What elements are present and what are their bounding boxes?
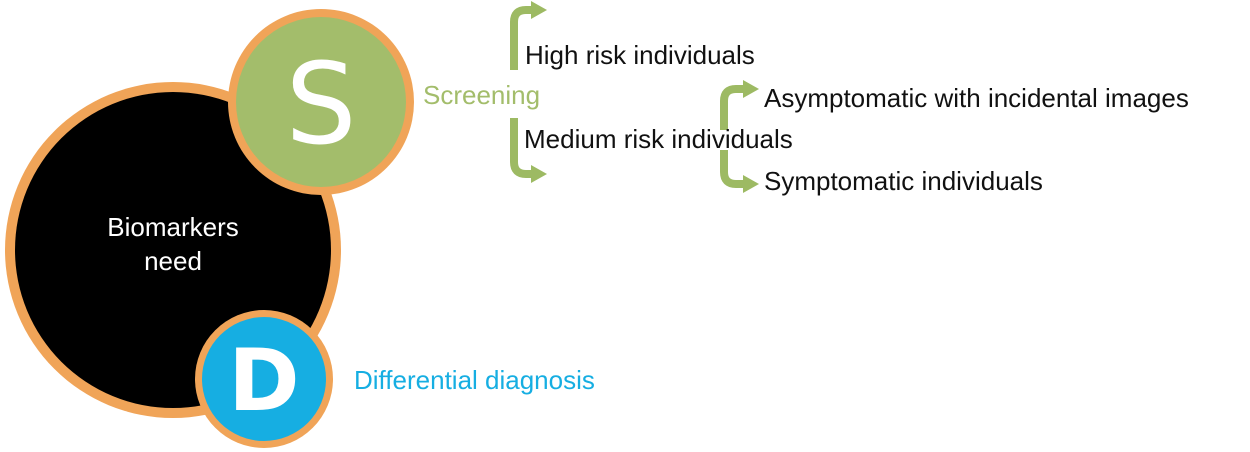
curved-arrow-down-right-icon [510, 118, 533, 178]
medium-risk-branch-bracket [720, 80, 759, 193]
arrowhead-up [743, 80, 759, 98]
screening-green-disc [236, 17, 406, 187]
branch-high-risk-label: High risk individuals [525, 40, 755, 70]
branch-medium-risk-label: Medium risk individuals [524, 124, 793, 154]
sub-asymptomatic-label: Asymptomatic with incidental images [764, 83, 1189, 113]
arrowhead-down [531, 165, 547, 183]
diagnosis-blue-disc [202, 317, 326, 441]
diagnosis-letter: D [228, 331, 299, 431]
curved-arrow-down-right-icon [720, 150, 745, 188]
core-label-line2: need [144, 246, 202, 276]
screening-branch-bracket [510, 1, 547, 183]
core-label-line1: Biomarkers [107, 212, 238, 242]
curved-arrow-up-right-icon [510, 6, 533, 70]
screening-node: S [228, 9, 414, 195]
curved-arrow-up-right-icon [720, 85, 745, 130]
screening-letter: S [285, 40, 356, 170]
screening-label: Screening [423, 80, 540, 110]
arrowhead-up [531, 1, 547, 19]
arrowhead-down [743, 175, 759, 193]
diagnosis-node: D [195, 310, 333, 448]
diagnosis-label: Differential diagnosis [354, 365, 595, 395]
sub-symptomatic-label: Symptomatic individuals [764, 166, 1043, 196]
